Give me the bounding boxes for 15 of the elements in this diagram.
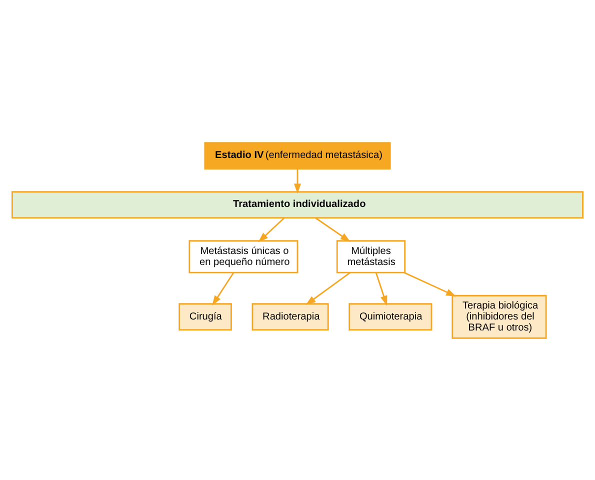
arrow [294,168,302,194]
node-box: Quimioterapia [348,302,432,330]
arrow [315,216,351,242]
node-box: Radioterapia [252,302,329,330]
arrow [258,217,285,242]
node-box: Metástasis únicas o en pequeño número [188,240,298,273]
node-box: Estadio IV (enfermedad metastásica) [204,142,391,170]
arrow [404,272,456,296]
arrow [375,272,388,306]
arrow [212,272,234,306]
node-box: Múltiples metástasis [336,240,406,273]
node-box: Terapia biológica (inhibidores del BRAF u otros) [452,294,547,338]
arrow [306,272,350,304]
node-box: Cirugía [178,302,232,330]
node-box: Tratamiento individualizado [12,190,584,218]
